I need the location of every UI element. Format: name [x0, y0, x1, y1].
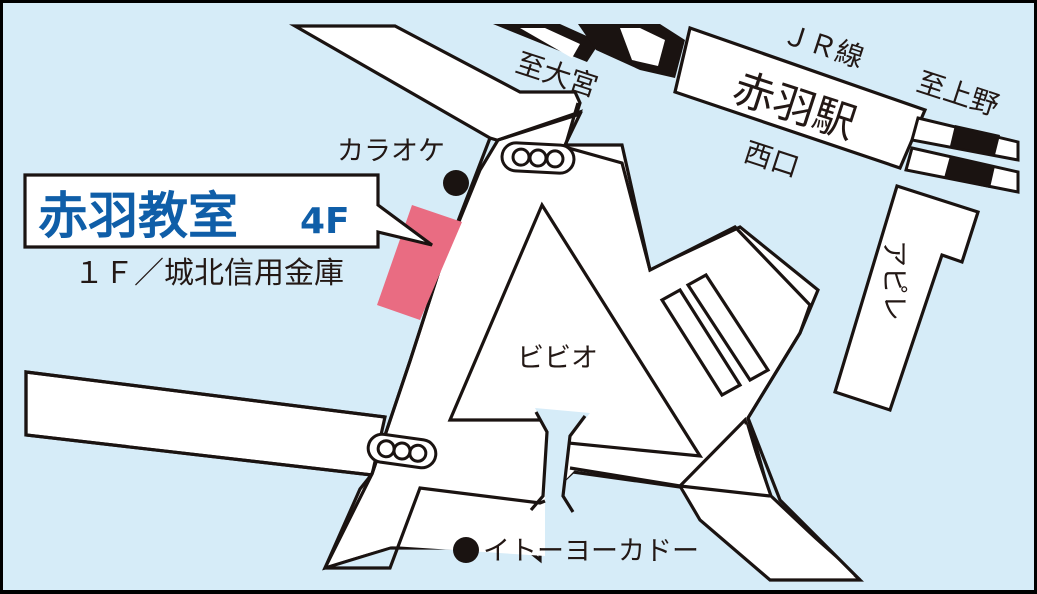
- railway-west: [493, 24, 685, 78]
- road-northwest: [289, 24, 582, 143]
- landmark-dot-icon: [443, 170, 469, 196]
- passage-edge: [529, 411, 549, 512]
- building-stripe-2: [685, 272, 771, 383]
- apire-label: アピレ: [878, 240, 909, 321]
- traffic-light-icon: [500, 141, 576, 175]
- traffic-light-icon: [366, 432, 438, 470]
- passage: [535, 408, 590, 500]
- road-edge: [322, 137, 546, 570]
- classroom-callout: 赤羽教室 4F: [23, 173, 433, 249]
- railway-east: [904, 116, 1020, 194]
- classroom-name: 赤羽教室: [38, 187, 238, 245]
- vivio-label: ビビオ: [517, 343, 598, 374]
- landmark-dot-icon: [453, 537, 479, 563]
- road-edge: [24, 370, 386, 477]
- karaoke-label: カラオケ: [337, 136, 445, 167]
- ground-floor-label: １Ｆ／城北信用金庫: [74, 256, 344, 291]
- road-edge: [569, 466, 771, 498]
- classroom-floor: 4F: [300, 201, 350, 242]
- station-building: [673, 25, 928, 170]
- passage-edge: [561, 415, 587, 513]
- building-stripe-1: [659, 287, 743, 398]
- target-building: [377, 205, 462, 320]
- building-apire: [833, 183, 981, 413]
- ito-yokado-label: イトーヨーカドー: [483, 536, 699, 567]
- road-edge: [563, 102, 862, 582]
- road-southeast-fill: [683, 424, 856, 576]
